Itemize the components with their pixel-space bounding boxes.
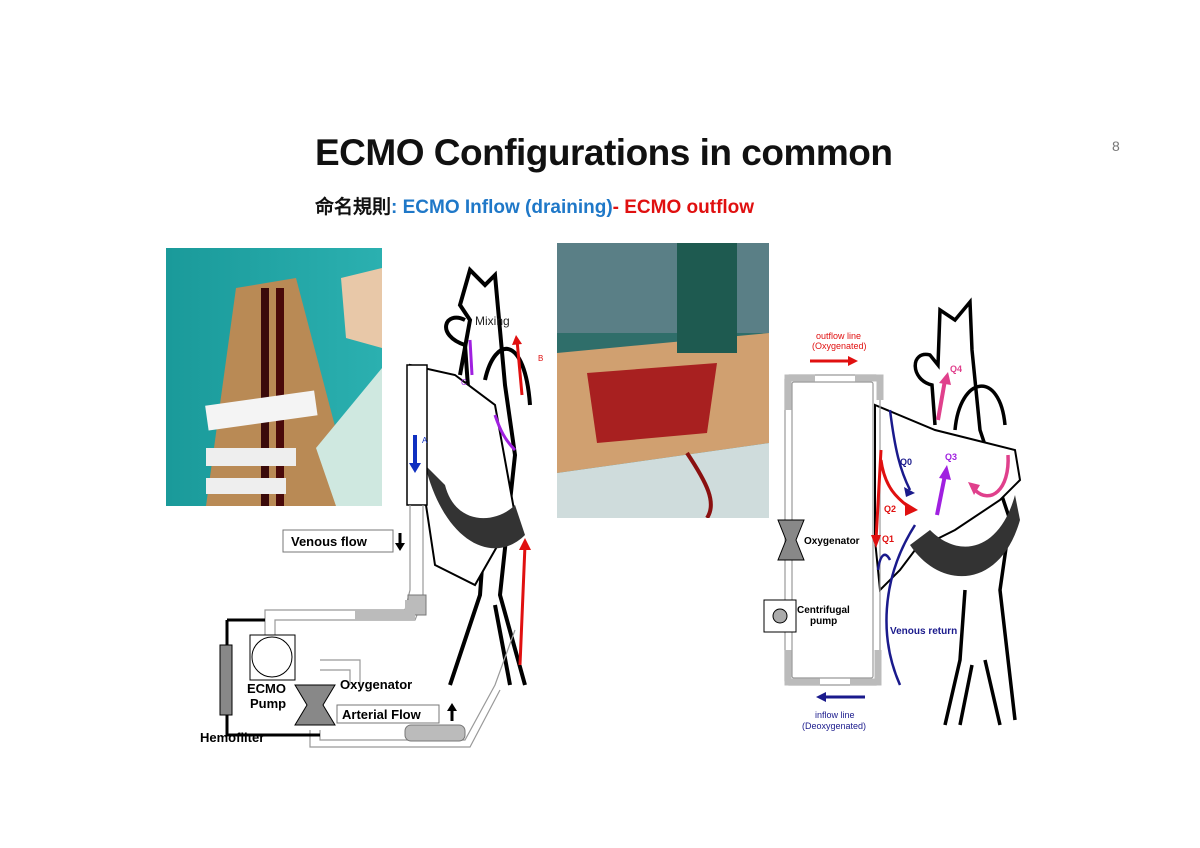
- hemofilter-label: Hemofilter: [200, 730, 264, 745]
- ventricle-wall: [910, 495, 1020, 577]
- arterial-flow-label: Arterial Flow: [342, 707, 422, 722]
- pump-label-line1: Centrifugal: [797, 605, 850, 616]
- label-b: B: [538, 354, 543, 363]
- slide-subtitle: 命名規則: ECMO Inflow (draining)- ECMO outfl…: [315, 192, 754, 219]
- venous-return-label: Venous return: [890, 626, 957, 637]
- slide-title: ECMO Configurations in common: [315, 132, 893, 173]
- oxygenator-label: Oxygenator: [804, 536, 860, 547]
- q4-label: Q4: [950, 364, 962, 374]
- oxygenator-icon: [294, 684, 336, 726]
- venous-flow-label: Venous flow: [291, 534, 368, 549]
- dash: -: [612, 197, 619, 218]
- hemofilter-icon: [219, 644, 233, 716]
- pump-label-line2: pump: [810, 616, 837, 627]
- outflow-line-sub: (Oxygenated): [812, 341, 867, 351]
- outflow-line-label: outflow line: [816, 331, 861, 341]
- page-number: 8: [1112, 138, 1120, 154]
- outflow-label: ECMO outflow: [618, 197, 755, 218]
- oxygenator-label: Oxygenator: [340, 677, 412, 692]
- inflow-label: : ECMO Inflow (draining): [391, 197, 613, 218]
- q3-label: Q3: [945, 452, 957, 462]
- mixing-label: Mixing: [475, 314, 510, 328]
- ecmo-pump-label-line1: ECMO: [247, 681, 286, 696]
- va-ecmo-central-diagram: Oxygenator Centrifugal pump outflow line…: [763, 297, 1022, 731]
- va-ecmo-femoral-diagram: A B C Mixing Venous flow ECMO Pump Oxyge…: [200, 266, 543, 748]
- label-a: A: [422, 436, 428, 445]
- inflow-line-sub: (Deoxygenated): [802, 721, 866, 731]
- surgery-photo: [557, 243, 769, 518]
- femoral-cannulation-photo: [166, 248, 382, 506]
- q1-label: Q1: [882, 534, 894, 544]
- inflow-line-label: inflow line: [815, 710, 855, 720]
- ventricle-wall: [425, 465, 525, 549]
- q0-label: Q0: [900, 457, 912, 467]
- naming-rule-label: 命名規則: [315, 196, 392, 218]
- label-c: C: [461, 378, 467, 387]
- q2-label: Q2: [884, 504, 896, 514]
- ecmo-pump-label-line2: Pump: [250, 696, 286, 711]
- ecmo-pump-icon: [249, 634, 296, 681]
- oxygenator-icon: [777, 519, 805, 561]
- heart-outline: [874, 403, 1022, 593]
